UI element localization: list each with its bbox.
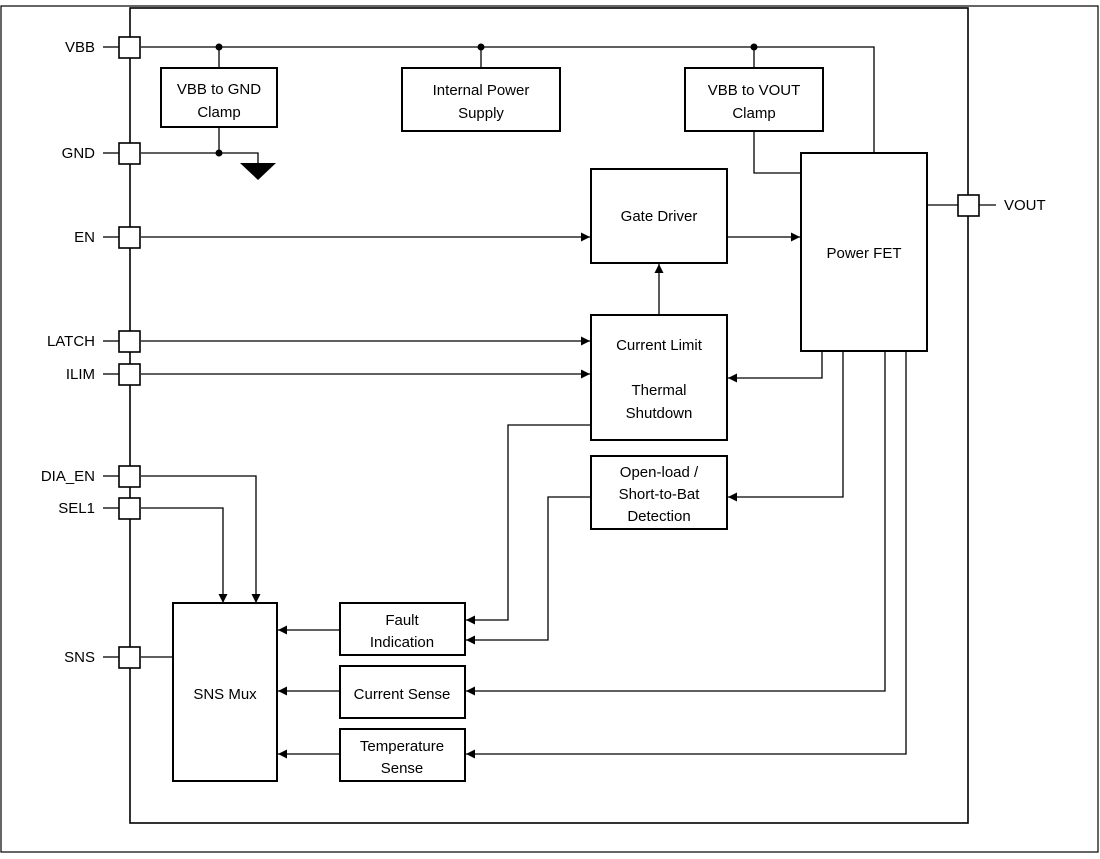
pin-labels: VBB GND EN LATCH ILIM DIA_EN SEL1 SNS VO… — [41, 39, 1046, 666]
junction-dot — [477, 43, 485, 51]
pin-label-dia-en: DIA_EN — [41, 468, 95, 485]
block-label: SNS Mux — [193, 686, 257, 703]
wire-fet-to-limit — [728, 352, 823, 383]
wire-fet-to-current-sense — [466, 352, 886, 696]
pin-dia-en — [118, 465, 141, 488]
pin-label-ilim: ILIM — [66, 366, 95, 383]
block-label: Gate Driver — [621, 208, 698, 225]
block-label: Detection — [627, 508, 690, 525]
block-gate-driver: Gate Driver — [590, 168, 728, 264]
block-label: Power FET — [826, 245, 901, 262]
block-internal-power-supply: Internal Power Supply — [401, 67, 561, 132]
block-vbb-gnd-clamp: VBB to GND Clamp — [160, 67, 278, 128]
pin-label-vout: VOUT — [1004, 197, 1046, 214]
block-label: Thermal — [631, 382, 686, 399]
block-label: Shutdown — [626, 405, 693, 422]
junction-dot — [215, 149, 223, 157]
pin-label-gnd: GND — [62, 145, 96, 162]
device-boundary — [129, 7, 969, 824]
block-current-limit-thermal: Current Limit Thermal Shutdown — [590, 314, 728, 441]
block-temperature-sense: Temperature Sense — [339, 728, 466, 782]
block-label: VBB to VOUT — [708, 82, 801, 99]
pin-label-en: EN — [74, 229, 95, 246]
wire-vbb-bus — [141, 46, 875, 153]
pin-gnd — [118, 142, 141, 165]
wires — [103, 46, 996, 759]
block-sns-mux: SNS Mux — [172, 602, 278, 782]
pin-en — [118, 226, 141, 249]
pin-label-latch: LATCH — [47, 333, 95, 350]
block-label: Supply — [458, 105, 504, 122]
pin-sel1 — [118, 497, 141, 520]
wire-thermal-to-fault — [466, 424, 590, 625]
wire-dia-en — [141, 475, 261, 603]
block-power-fet: Power FET — [800, 152, 928, 352]
block-label: Clamp — [197, 104, 240, 121]
block-label: Fault — [385, 612, 419, 629]
wire-openload-to-fault — [466, 496, 590, 645]
block-label: Current Limit — [616, 337, 703, 354]
wire-fet-to-temp-sense — [466, 352, 907, 759]
pin-ilim — [118, 363, 141, 386]
block-label: Internal Power — [433, 82, 530, 99]
block-fault-indication: Fault Indication — [339, 602, 466, 656]
block-label: Open-load / — [620, 464, 699, 481]
pin-label-vbb: VBB — [65, 39, 95, 56]
pin-label-sns: SNS — [64, 649, 95, 666]
junctions — [215, 43, 758, 157]
ground-icon — [240, 163, 276, 180]
block-label: Temperature — [360, 738, 444, 755]
wire-gnd — [141, 152, 259, 163]
block-label: Sense — [381, 760, 424, 777]
wire-clamp-to-fet — [753, 132, 801, 174]
pin-latch — [118, 330, 141, 353]
block-label: Clamp — [732, 105, 775, 122]
block-label: Current Sense — [354, 686, 451, 703]
block-label: VBB to GND — [177, 81, 261, 98]
block-label: Short-to-Bat — [619, 486, 701, 503]
block-label: Indication — [370, 634, 434, 651]
junction-dot — [750, 43, 758, 51]
block-current-sense: Current Sense — [339, 665, 466, 719]
wire-fet-to-openload — [728, 352, 844, 502]
pin-vout — [957, 194, 980, 217]
pin-label-sel1: SEL1 — [58, 500, 95, 517]
pins — [118, 36, 980, 669]
pin-vbb — [118, 36, 141, 59]
wire-sel1 — [141, 507, 228, 603]
image-border — [0, 5, 1099, 853]
block-open-load-detection: Open-load / Short-to-Bat Detection — [590, 455, 728, 530]
junction-dot — [215, 43, 223, 51]
block-vbb-vout-clamp: VBB to VOUT Clamp — [684, 67, 824, 132]
pin-sns — [118, 646, 141, 669]
